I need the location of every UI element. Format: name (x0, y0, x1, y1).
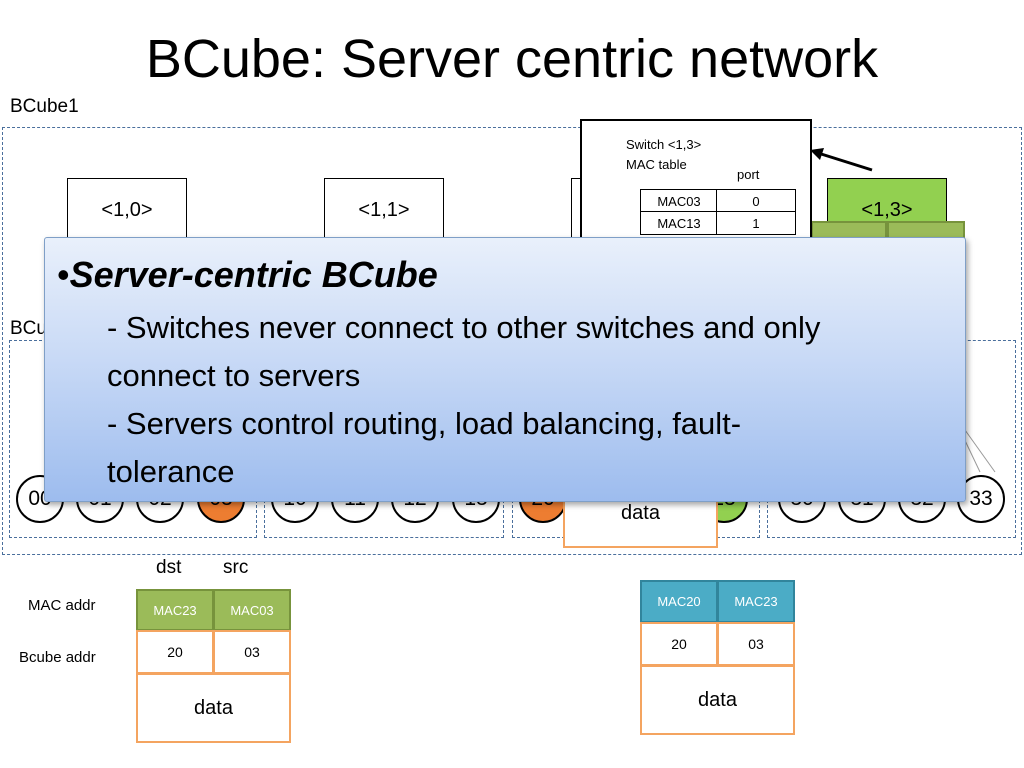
bullet-icon: • (57, 254, 70, 295)
left-packet-data: data (136, 673, 291, 743)
left-packet-bcube-dst: 20 (136, 630, 214, 674)
callout-line: - Switches never connect to other switch… (107, 310, 821, 345)
right-packet-bcube-src: 03 (717, 622, 795, 666)
mac-table-cell-port: 1 (716, 211, 796, 235)
callout-line: - Servers control routing, load balancin… (107, 406, 742, 441)
src-label: src (223, 557, 249, 578)
switch-1-1[interactable]: <1,1> (324, 178, 444, 242)
mac-table-cell-port: 0 (716, 189, 796, 213)
callout-heading-text: Server-centric BCube (69, 254, 438, 295)
switch-1-0[interactable]: <1,0> (67, 178, 187, 242)
left-packet-mac-src: MAC03 (213, 589, 291, 631)
mac-table-cell-mac: MAC13 (640, 211, 718, 235)
callout-line: connect to servers (107, 358, 361, 393)
right-packet-bcube-dst: 20 (640, 622, 718, 666)
port-column-header: port (737, 167, 760, 182)
info-callout: •Server-centric BCube - Switches never c… (44, 237, 966, 502)
mac-table-subtitle: MAC table (626, 157, 687, 172)
mac-table-callout: Switch <1,3> MAC table port MAC03 0 MAC1… (580, 119, 812, 243)
right-packet-mac-dst: MAC20 (640, 580, 718, 623)
dst-label: dst (156, 557, 182, 578)
bcube1-label: BCube1 (10, 96, 79, 117)
right-packet-mac-src: MAC23 (717, 580, 795, 623)
mac-table-cell-mac: MAC03 (640, 189, 718, 213)
left-packet-bcube-src: 03 (213, 630, 291, 674)
packet-data-label: data (621, 501, 660, 524)
mac-table-title: Switch <1,3> (626, 137, 702, 152)
mac-addr-row-label: MAC addr (28, 597, 96, 614)
right-packet-data: data (640, 665, 795, 735)
bcube-addr-row-label: Bcube addr (19, 649, 96, 666)
bcube0-label: BCu (10, 318, 47, 339)
bcube1-boundary (2, 127, 1022, 555)
left-packet-mac-dst: MAC23 (136, 589, 214, 631)
arrow-icon (810, 148, 873, 172)
callout-heading: •Server-centric BCube (57, 254, 438, 296)
callout-line: tolerance (107, 454, 235, 489)
page-title: BCube: Server centric network (145, 29, 879, 89)
